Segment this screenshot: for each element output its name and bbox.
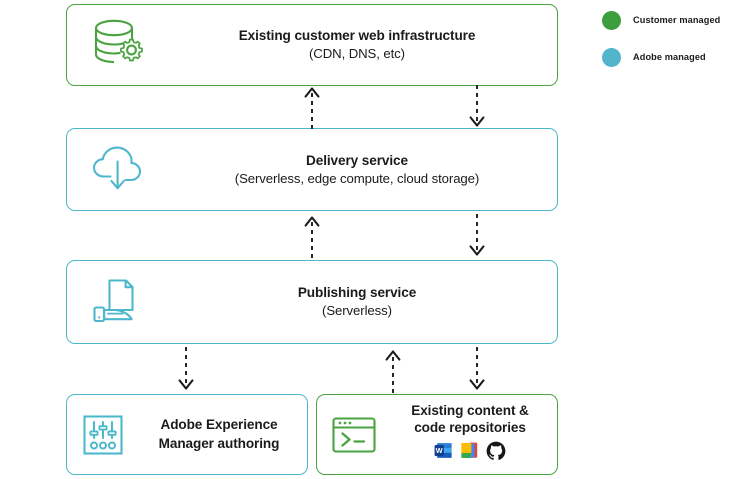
box-aem-title-line2: Manager authoring [158, 435, 280, 451]
repository-logos: W [391, 441, 549, 467]
box-existing-content-code-repositories: Existing content & code repositories W [316, 394, 558, 475]
box-delivery-subtitle: (Serverless, edge compute, cloud storage… [234, 170, 480, 186]
infra-to-delivery-down-arrow [465, 84, 489, 135]
box-repos-title-line2: code repositories [414, 420, 526, 436]
svg-text:W: W [436, 446, 443, 455]
terminal-window-icon [317, 413, 391, 457]
legend: Customer managed Adobe managed [602, 6, 747, 80]
sliders-icon [67, 412, 139, 458]
box-infra-title: Existing customer web infrastructure [238, 28, 476, 44]
legend-dot-teal-icon [602, 47, 621, 67]
box-publishing-subtitle: (Serverless) [322, 303, 392, 319]
legend-item-customer-managed: Customer managed [602, 6, 747, 34]
box-infra-subtitle: (CDN, DNS, etc) [309, 46, 405, 62]
box-repos-text: Existing content & code repositories W [391, 402, 557, 467]
infra-to-delivery-up-arrow [300, 84, 324, 135]
box-delivery-service: Delivery service (Serverless, edge compu… [66, 128, 558, 211]
box-publishing-title: Publishing service [297, 285, 417, 301]
publishing-to-repos-down-arrow [465, 346, 489, 399]
box-aem-authoring: Adobe Experience Manager authoring [66, 394, 308, 475]
legend-dot-green-icon [602, 10, 621, 30]
delivery-to-publishing-down-arrow [465, 213, 489, 264]
box-publishing-service: Publishing service (Serverless) [66, 260, 558, 344]
box-infra-text: Existing customer web infrastructure (CD… [171, 27, 557, 63]
box-aem-title-line1: Adobe Experience [160, 417, 278, 433]
cloud-download-icon [67, 142, 171, 198]
box-publishing-text: Publishing service (Serverless) [171, 284, 557, 320]
legend-label-adobe-managed: Adobe managed [633, 52, 706, 62]
box-aem-text: Adobe Experience Manager authoring [139, 416, 307, 452]
publishing-to-aem-down-arrow [174, 346, 198, 399]
box-existing-customer-web-infrastructure: Existing customer web infrastructure (CD… [66, 4, 558, 86]
box-delivery-text: Delivery service (Serverless, edge compu… [171, 152, 557, 188]
box-delivery-title: Delivery service [306, 152, 408, 168]
repos-to-publishing-up-arrow [381, 346, 405, 399]
document-publish-icon [67, 274, 171, 330]
microsoft-word-logo: W [434, 441, 453, 466]
delivery-to-publishing-up-arrow [300, 213, 324, 264]
github-logo [486, 441, 506, 467]
database-gear-icon [67, 17, 171, 73]
legend-label-customer-managed: Customer managed [633, 15, 721, 25]
box-repos-title-line1: Existing content & [411, 402, 529, 418]
legend-item-adobe-managed: Adobe managed [602, 43, 747, 71]
google-docs-drive-logo [460, 441, 479, 466]
